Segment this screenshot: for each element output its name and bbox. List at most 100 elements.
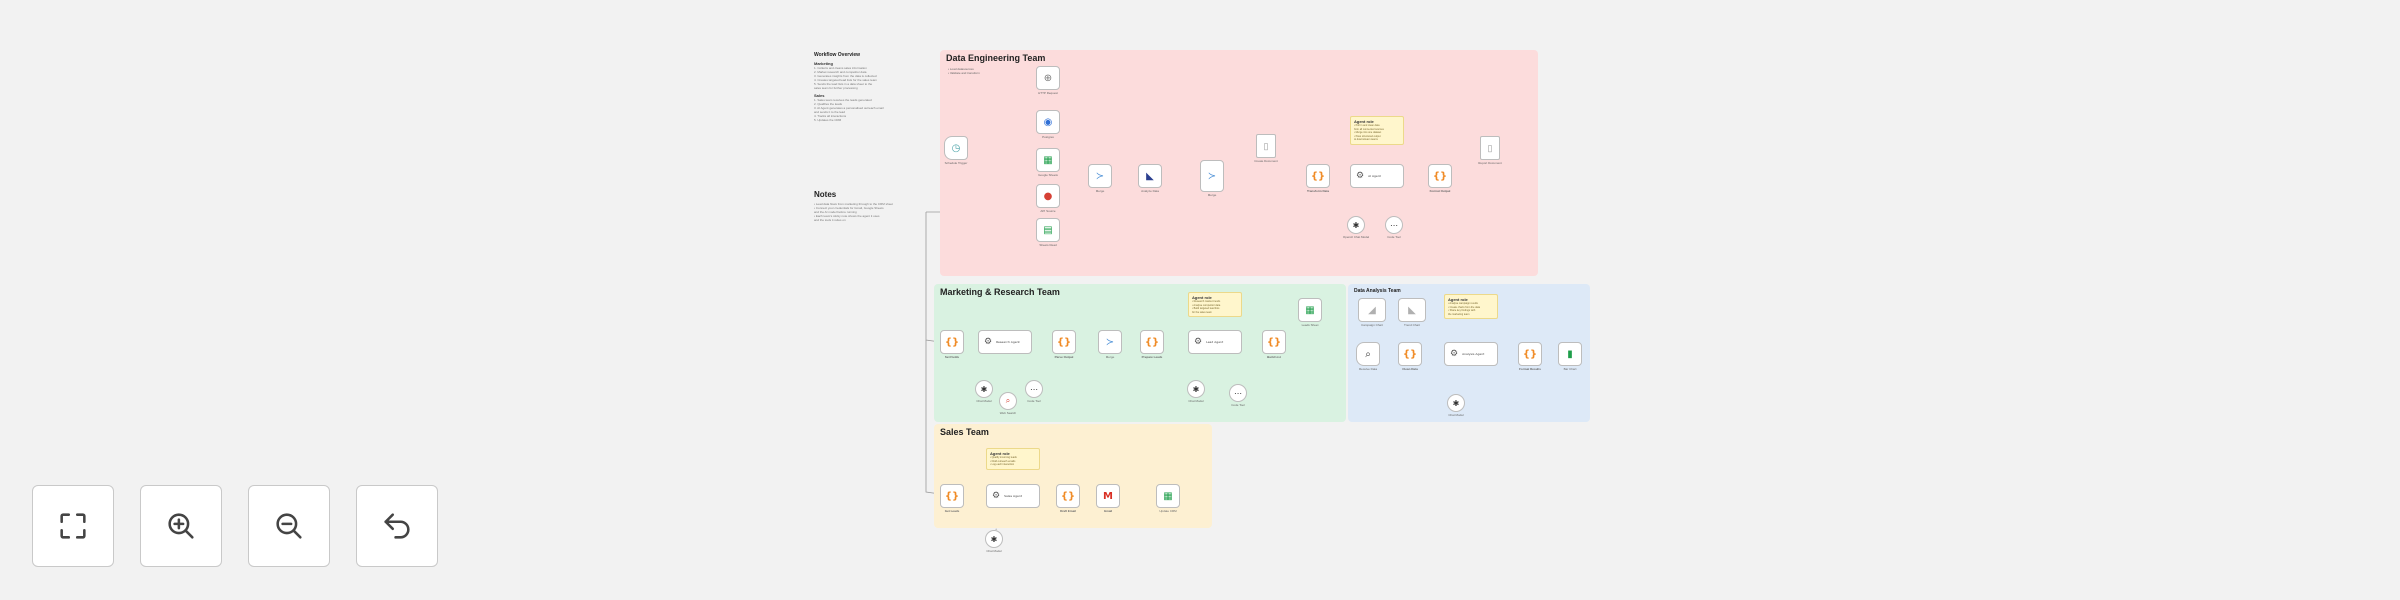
sticky-data-engineering[interactable]: Data Engineering Team • Load datasources… xyxy=(940,50,1538,276)
undo-button[interactable] xyxy=(356,485,438,567)
node-update-crm[interactable]: ▦ Update CRM xyxy=(1156,484,1180,513)
note-title: Notes xyxy=(814,190,837,199)
agent-note-line: • Analyse competitor data xyxy=(1192,303,1221,307)
model-icon: ✱ xyxy=(980,384,988,394)
node-sheets-read[interactable]: ▤ Sheets Read xyxy=(1036,218,1060,247)
node-code-tool[interactable]: ⋯ Code Tool xyxy=(1025,380,1043,403)
document-icon: ▯ xyxy=(1263,140,1269,151)
agent-role-note[interactable]: Agent role • Qualify incoming leads • Dr… xyxy=(986,448,1040,470)
node-sales-agent[interactable]: ⚙ Sales Agent xyxy=(986,484,1040,508)
node-postgres[interactable]: ◉ Postgres xyxy=(1036,110,1060,139)
note-line: • Lead data flows from marketing through… xyxy=(814,202,893,206)
agent-role-note[interactable]: Agent role • Research market trends • An… xyxy=(1188,292,1242,317)
agent-note-line: • Build targeted lead lists xyxy=(1192,307,1220,310)
tool-icon: ⋯ xyxy=(1030,384,1038,394)
node-receive-data[interactable]: ⌕ Receive Data xyxy=(1356,342,1380,371)
node-http-request[interactable]: ⊕ HTTP Request xyxy=(1036,66,1060,95)
note-line: 3. AI Agent generates a personalised out… xyxy=(814,106,884,110)
agent-note-line: • Log each interaction xyxy=(990,463,1015,466)
node-label: OpenAI Chat Model xyxy=(1342,235,1370,239)
node-leads-sheet[interactable]: ▦ Leads Sheet xyxy=(1298,298,1322,327)
node-ai-agent[interactable]: ⚙ AI Agent xyxy=(1350,164,1404,188)
node-build-list[interactable]: {} Build List xyxy=(1262,330,1286,359)
node-code-tool[interactable]: ⋯ Code Tool xyxy=(1385,216,1403,239)
node-trend-chart[interactable]: ◣ Trend Chart xyxy=(1398,298,1426,327)
agent-note-line: • Merge into one dataset xyxy=(1354,131,1382,134)
node-api-source[interactable]: ● API Source xyxy=(1036,184,1060,213)
node-label: AI Agent xyxy=(1368,174,1381,178)
node-prepare-leads[interactable]: {} Prepare Leads xyxy=(1140,330,1164,359)
node-chat-model[interactable]: ✱ Chat Model xyxy=(1187,380,1205,403)
sheet-icon: ▦ xyxy=(1163,490,1173,502)
node-merge[interactable]: ≻ Merge xyxy=(1200,160,1224,197)
search-icon: ⌕ xyxy=(1365,348,1371,360)
node-schedule-trigger[interactable]: ◷ Schedule Trigger xyxy=(944,136,968,165)
node-merge[interactable]: ≻ Merge xyxy=(1098,330,1122,359)
node-code-tool[interactable]: ⋯ Code Tool xyxy=(1229,384,1247,407)
sticky-title: Marketing & Research Team xyxy=(940,287,1060,297)
node-openai-chat-model[interactable]: ✱ OpenAI Chat Model xyxy=(1343,216,1369,239)
node-label: Get Leads xyxy=(944,509,960,513)
gmail-icon: M xyxy=(1103,490,1113,502)
agent-role-note[interactable]: Agent role • Pull in and clean data from… xyxy=(1350,116,1404,145)
agent-note-title: Agent role xyxy=(990,451,1010,456)
node-chat-model[interactable]: ✱ Chat Model xyxy=(975,380,993,403)
node-parse-output[interactable]: {} Parse Output xyxy=(1052,330,1076,359)
agent-note-line: • Research market trends xyxy=(1192,300,1221,303)
node-merge[interactable]: ≻ Merge xyxy=(1088,164,1112,193)
node-label: Campaign Chart xyxy=(1361,323,1383,327)
node-gmail[interactable]: M Gmail xyxy=(1096,484,1120,513)
note-line: and the AI model before running xyxy=(814,210,857,214)
sheet-icon: ▤ xyxy=(1043,224,1053,236)
node-research-agent[interactable]: ⚙ Research Agent xyxy=(978,330,1032,354)
code-icon: {} xyxy=(1144,336,1160,348)
agent-note-title: Agent role xyxy=(1354,119,1374,124)
node-transform-data[interactable]: {} Transform Data xyxy=(1306,164,1330,193)
node-create-document[interactable]: ▯ Create Document xyxy=(1254,134,1278,163)
node-report-document[interactable]: ▯ Report Document xyxy=(1478,136,1502,165)
sheet-icon: ▦ xyxy=(1043,154,1053,166)
agent-role-note[interactable]: Agent role • Analyse campaign results • … xyxy=(1444,294,1498,319)
note-line: 5. Sends the lead lists in a data sheet … xyxy=(814,82,873,86)
node-analysis-agent[interactable]: ⚙ Analysis Agent xyxy=(1444,342,1498,366)
node-chat-model[interactable]: ✱ Chat Model xyxy=(1447,394,1465,417)
node-draft-email[interactable]: {} Draft Email xyxy=(1056,484,1080,513)
node-label: Code Tool xyxy=(1231,403,1245,407)
note-title: Workflow Overview xyxy=(814,52,861,58)
agent-note-line: the marketing team xyxy=(1448,312,1470,316)
zoom-in-icon xyxy=(168,513,194,539)
node-chat-model[interactable]: ✱ Chat Model xyxy=(985,530,1003,553)
workflow-overview-note[interactable]: Workflow Overview Marketing 1. Collects … xyxy=(814,52,884,122)
node-web-search[interactable]: ⌕ Web Search xyxy=(999,392,1017,415)
zoom-out-button[interactable] xyxy=(248,485,330,567)
node-clean-data[interactable]: {} Clean Data xyxy=(1398,342,1422,371)
node-label: Prepare Leads xyxy=(1141,355,1163,359)
agent-note-line: • Create charts from the data xyxy=(1448,305,1481,309)
sticky-sales[interactable]: Sales Team xyxy=(934,424,1212,528)
notes-note[interactable]: Notes • Lead data flows from marketing t… xyxy=(814,190,893,222)
node-campaign-chart[interactable]: ◢ Campaign Chart xyxy=(1358,298,1386,327)
zoom-in-button[interactable] xyxy=(140,485,222,567)
agent-note-line: • Qualify incoming leads xyxy=(990,456,1017,459)
agent-note-line: from all connected sources xyxy=(1354,127,1384,131)
node-analyze-data[interactable]: ◣ Analyze Data xyxy=(1138,164,1162,193)
node-bar-chart[interactable]: ▮ Bar Chart xyxy=(1558,342,1582,371)
note-line: sales team for further processing xyxy=(814,86,858,90)
node-format-output[interactable]: {} Format Output xyxy=(1428,164,1452,193)
note-line: and sends it to the lead xyxy=(814,110,846,114)
node-lead-agent[interactable]: ⚙ Lead Agent xyxy=(1188,330,1242,354)
note-line: 4. Creates targeted lead lists for the s… xyxy=(814,78,877,82)
fit-view-button[interactable] xyxy=(32,485,114,567)
chart-icon: ◣ xyxy=(1408,304,1416,316)
agent-note-line: • Analyse campaign results xyxy=(1448,302,1478,305)
node-get-leads[interactable]: {} Get Leads xyxy=(940,484,964,513)
node-label: Create Document xyxy=(1254,159,1278,163)
node-google-sheets[interactable]: ▦ Google Sheets xyxy=(1036,148,1060,177)
node-label: Leads Sheet xyxy=(1301,323,1319,327)
node-set-fields[interactable]: {} Set Fields xyxy=(940,330,964,359)
node-format-results[interactable]: {} Format Results xyxy=(1518,342,1542,371)
zoom-out-icon xyxy=(276,513,302,539)
node-label: Report Document xyxy=(1478,161,1502,165)
code-icon: {} xyxy=(1432,170,1448,182)
